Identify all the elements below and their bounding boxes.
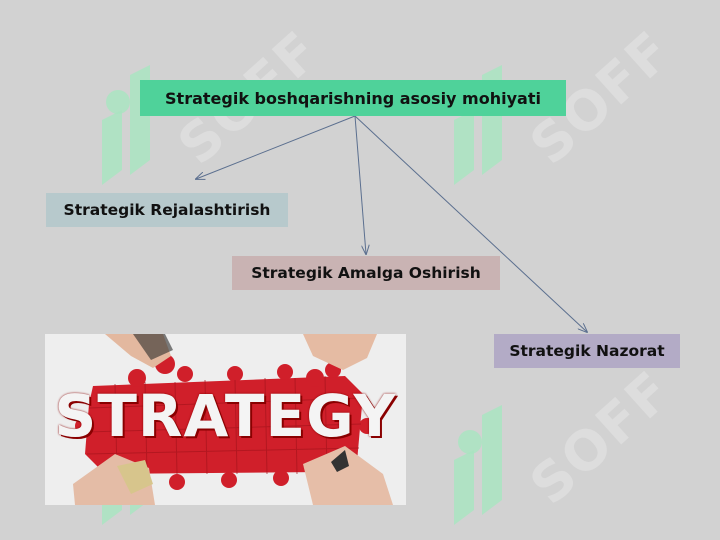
strategic-implementation-label: Strategik Amalga Oshirish bbox=[251, 264, 481, 282]
root-concept-label: Strategik boshqarishning asosiy mohiyati bbox=[165, 88, 541, 108]
strategic-planning-box: Strategik Rejalashtirish bbox=[46, 193, 288, 227]
strategic-control-box: Strategik Nazorat bbox=[494, 334, 680, 368]
watermark-mark-icon bbox=[454, 405, 502, 525]
watermark-logo: SOFF bbox=[440, 350, 684, 525]
strategic-control-label: Strategik Nazorat bbox=[509, 342, 665, 360]
strategy-word: STRATEGY bbox=[54, 382, 397, 450]
puzzle-graphic bbox=[45, 334, 406, 505]
arrow-to-implementation bbox=[354, 115, 366, 254]
watermark-text: SOFF bbox=[518, 358, 684, 517]
root-concept-box: Strategik boshqarishning asosiy mohiyati bbox=[140, 80, 566, 116]
strategic-planning-label: Strategik Rejalashtirish bbox=[63, 201, 271, 219]
arrow-to-planning bbox=[196, 115, 356, 179]
arrow-to-control bbox=[354, 115, 587, 332]
strategic-implementation-box: Strategik Amalga Oshirish bbox=[232, 256, 500, 290]
strategy-puzzle-image: STRATEGY bbox=[45, 334, 406, 505]
